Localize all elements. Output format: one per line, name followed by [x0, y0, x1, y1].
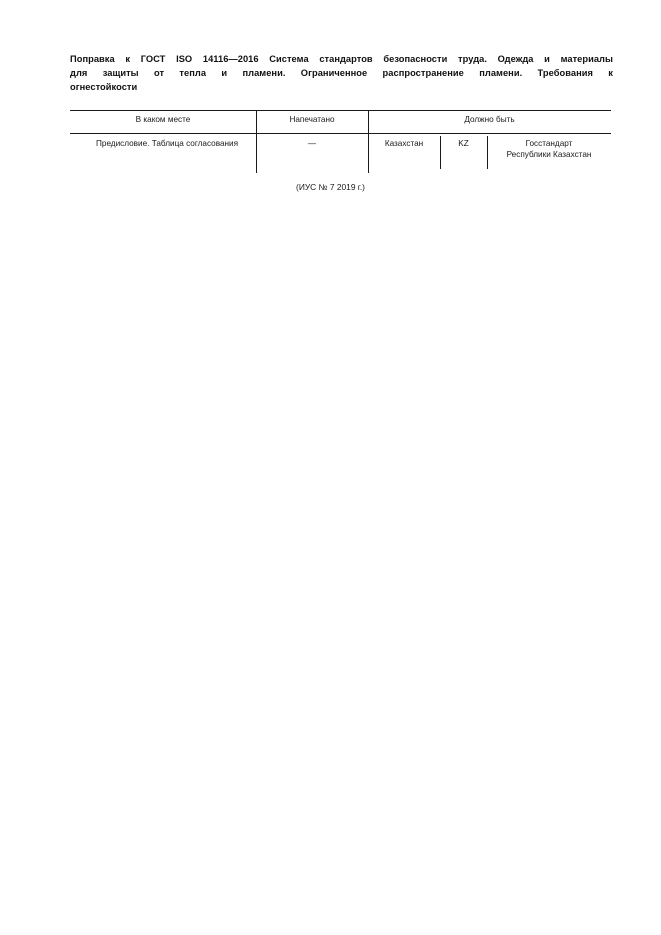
subcolumn-divider-2	[487, 136, 488, 169]
correction-title: Поправка к ГОСТ ISO 14116—2016 Система с…	[70, 52, 613, 95]
header-printed: Напечатано	[289, 115, 335, 124]
table-header-rule	[70, 133, 611, 134]
table-top-rule	[70, 110, 611, 111]
title-line-2: для защиты от тепла и пламени. Ограничен…	[70, 68, 613, 79]
column-divider-2	[368, 110, 369, 173]
header-should-be: Должно быть	[464, 115, 515, 124]
subcolumn-divider-1	[440, 136, 441, 169]
cell-code: KZ	[458, 139, 469, 148]
cell-authority: Госстандарт Республики Казахстан	[487, 138, 611, 161]
cell-location: Предисловие. Таблица согласования	[96, 139, 239, 148]
title-line-3: огнестойкости	[70, 82, 138, 93]
table-group-header-rule	[368, 133, 611, 134]
title-line-1: Поправка к ГОСТ ISO 14116—2016 Система с…	[70, 54, 613, 64]
cell-authority-line-2: Республики Казахстан	[506, 150, 592, 160]
cell-country: Казахстан	[384, 139, 424, 148]
issue-reference: (ИУС № 7 2019 г.)	[296, 182, 365, 192]
cell-printed: —	[307, 139, 317, 148]
cell-authority-line-1: Госстандарт	[525, 139, 573, 148]
header-location: В каком месте	[135, 115, 191, 124]
column-divider-1	[256, 110, 257, 173]
